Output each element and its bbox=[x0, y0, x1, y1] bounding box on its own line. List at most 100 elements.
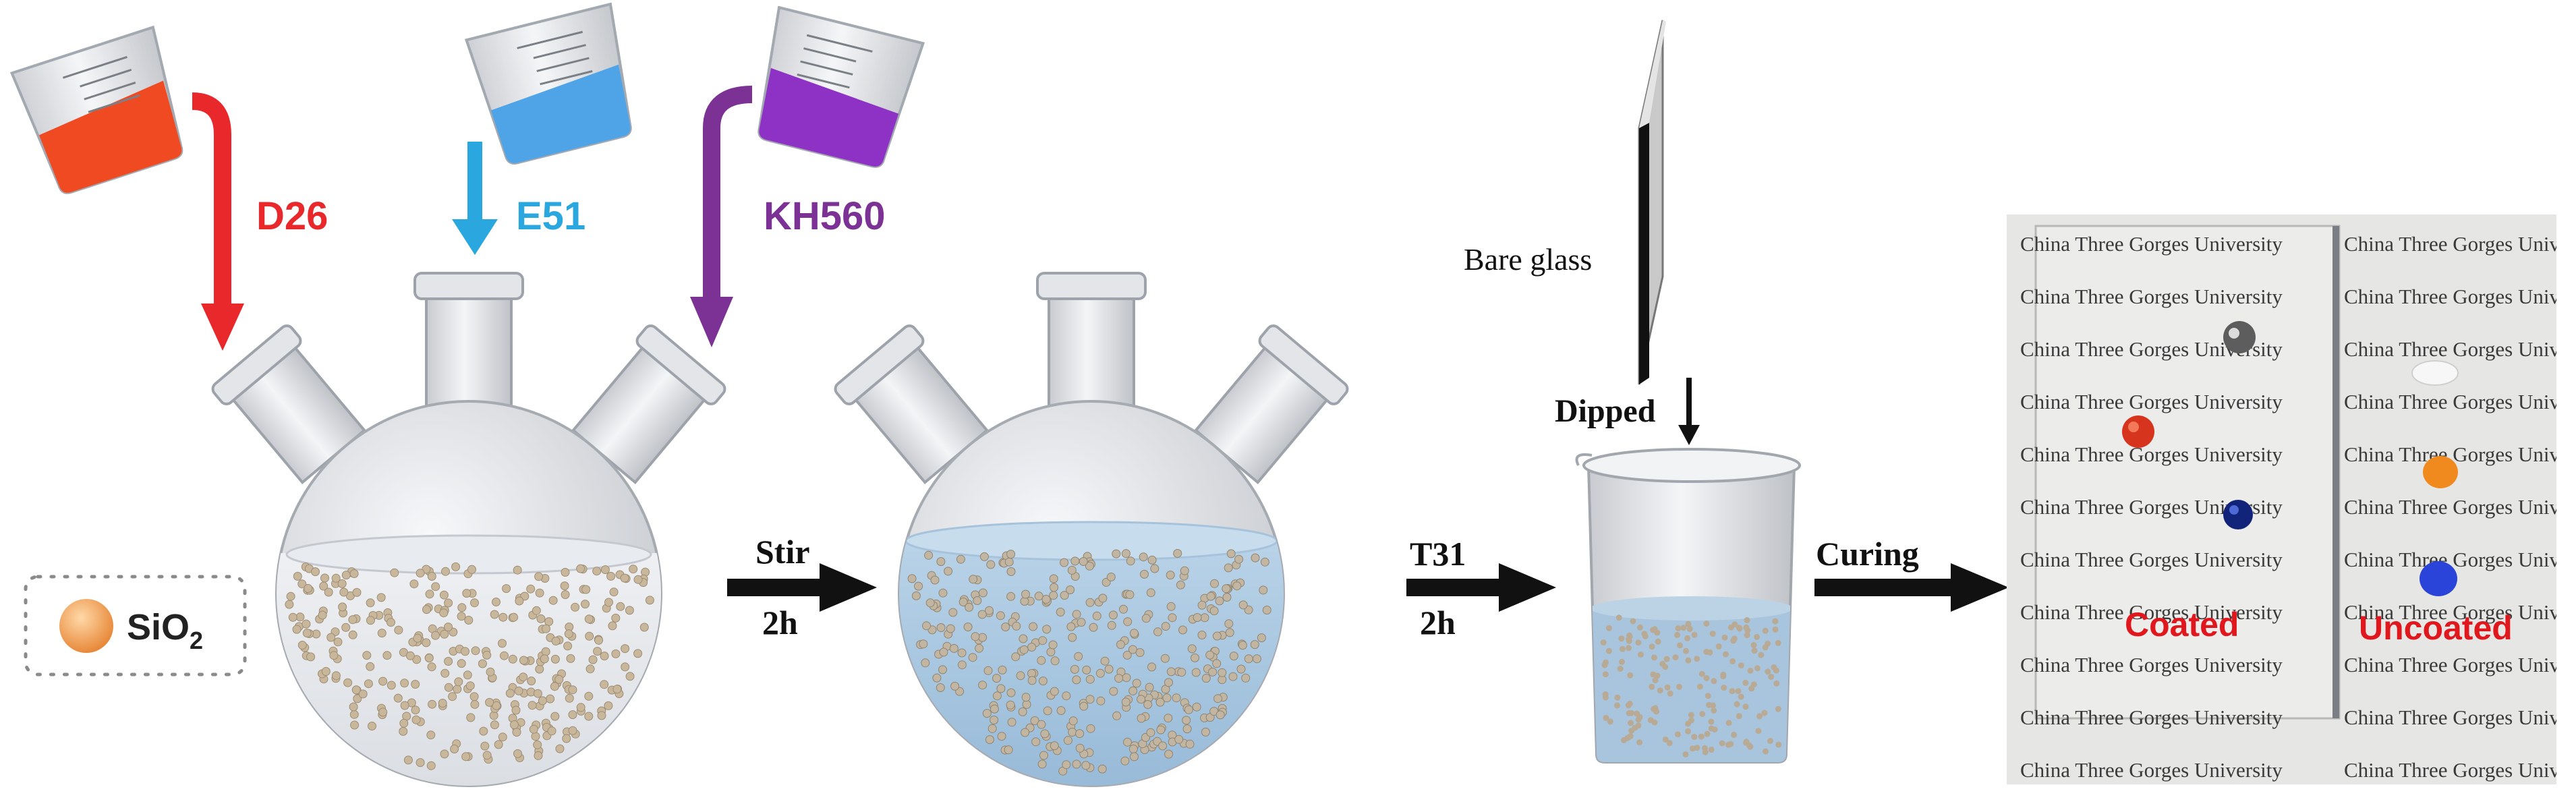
particle-dot bbox=[1119, 604, 1128, 614]
particle-dot bbox=[1209, 606, 1219, 616]
particle-dot bbox=[1259, 585, 1268, 595]
particle-dot bbox=[1696, 683, 1703, 690]
particle-dot bbox=[1257, 633, 1266, 643]
particle-dot bbox=[1725, 741, 1731, 748]
particle-dot bbox=[519, 672, 528, 682]
particle-dot bbox=[1731, 731, 1738, 738]
particle-dot bbox=[564, 629, 573, 639]
particle-dot bbox=[358, 689, 368, 699]
particle-dot bbox=[1068, 633, 1077, 642]
particle-dot bbox=[1038, 677, 1048, 686]
particle-dot bbox=[1657, 687, 1663, 694]
particle-dot bbox=[1067, 566, 1077, 575]
d26-label: D26 bbox=[256, 194, 328, 238]
particle-dot bbox=[451, 562, 461, 571]
particle-dot bbox=[1751, 647, 1758, 654]
particle-dot bbox=[324, 587, 333, 597]
particle-dot bbox=[946, 624, 955, 633]
particle-dot bbox=[1128, 645, 1137, 654]
particle-dot bbox=[1606, 625, 1612, 631]
particle-dot bbox=[550, 654, 560, 664]
particle-dot bbox=[532, 606, 541, 615]
particle-dot bbox=[320, 573, 329, 583]
particle-dot bbox=[288, 612, 297, 622]
particle-dot bbox=[1201, 727, 1210, 737]
particle-dot bbox=[604, 598, 613, 607]
particle-dot bbox=[440, 749, 449, 759]
particle-dot bbox=[366, 598, 375, 608]
particle-dot bbox=[1128, 686, 1138, 695]
particle-dot bbox=[629, 565, 638, 574]
particle-dot bbox=[611, 649, 621, 658]
particle-dot bbox=[482, 751, 492, 760]
sio2-label: SiO bbox=[127, 607, 190, 647]
particle-dot bbox=[1676, 683, 1682, 690]
particle-dot bbox=[1150, 564, 1160, 573]
particle-dot bbox=[1176, 580, 1185, 589]
particle-dot bbox=[1627, 733, 1634, 739]
particle-dot bbox=[1630, 618, 1636, 625]
particle-dot bbox=[584, 712, 594, 721]
particle-dot bbox=[454, 677, 463, 687]
particle-dot bbox=[292, 625, 302, 634]
particle-dot bbox=[1075, 729, 1085, 739]
particle-dot bbox=[1063, 736, 1072, 745]
particle-dot bbox=[377, 629, 387, 638]
particle-dot bbox=[1100, 656, 1110, 666]
particle-dot bbox=[1050, 583, 1059, 592]
watermark-text: China Three Gorges University bbox=[2344, 232, 2576, 256]
particle-dot bbox=[1708, 746, 1715, 753]
particle-dot bbox=[1711, 678, 1717, 685]
particle-dot bbox=[1072, 759, 1081, 769]
particle-dot bbox=[950, 681, 960, 691]
particle-dot bbox=[471, 646, 480, 656]
particle-dot bbox=[1775, 706, 1781, 712]
particle-dot bbox=[1016, 671, 1025, 681]
particle-dot bbox=[1191, 653, 1199, 662]
dip-beaker bbox=[1575, 448, 1801, 764]
particle-dot bbox=[1129, 629, 1139, 638]
particle-dot bbox=[534, 572, 544, 581]
particle-dot bbox=[1626, 645, 1632, 652]
particle-dot bbox=[1621, 737, 1627, 743]
particle-dot bbox=[1708, 718, 1715, 725]
particle-dot bbox=[512, 728, 521, 737]
particle-dot bbox=[1156, 725, 1166, 735]
particle-dot bbox=[1180, 566, 1189, 575]
particle-dot bbox=[919, 639, 928, 649]
watermark-text: China Three Gorges University bbox=[2344, 442, 2576, 466]
particle-dot bbox=[1022, 699, 1031, 709]
particle-dot bbox=[971, 632, 980, 641]
beaker-e51-icon bbox=[464, 2, 632, 165]
particle-dot bbox=[1734, 701, 1740, 708]
particle-dot bbox=[566, 654, 575, 663]
particle-dot bbox=[1077, 618, 1086, 627]
particle-dot bbox=[511, 706, 521, 715]
particle-dot bbox=[1677, 642, 1683, 649]
particle-dot bbox=[1742, 703, 1749, 710]
particle-dot bbox=[1738, 662, 1744, 669]
particle-dot bbox=[990, 716, 999, 724]
particle-dot bbox=[1694, 745, 1700, 751]
particle-dot bbox=[1082, 665, 1091, 674]
particle-dot bbox=[1603, 714, 1609, 721]
particle-dot bbox=[1651, 654, 1657, 661]
particle-dot bbox=[625, 606, 634, 615]
particle-dot bbox=[978, 681, 988, 690]
particle-dot bbox=[1089, 623, 1098, 632]
particle-dot bbox=[1068, 716, 1078, 726]
particle-dot bbox=[1085, 561, 1094, 571]
particle-dot bbox=[535, 664, 544, 674]
particle-dot bbox=[1663, 656, 1670, 662]
particle-dot bbox=[1765, 668, 1771, 675]
particle-dot bbox=[550, 712, 560, 721]
particle-dot bbox=[480, 741, 490, 751]
particle-dot bbox=[600, 565, 610, 575]
particle-dot bbox=[411, 706, 420, 715]
particle-dot bbox=[1019, 634, 1028, 643]
particle-dot bbox=[326, 633, 336, 642]
particle-dot bbox=[1619, 645, 1626, 652]
t31-label: T31 bbox=[1410, 535, 1466, 573]
particle-dot bbox=[492, 598, 500, 606]
particle-dot bbox=[546, 694, 555, 703]
